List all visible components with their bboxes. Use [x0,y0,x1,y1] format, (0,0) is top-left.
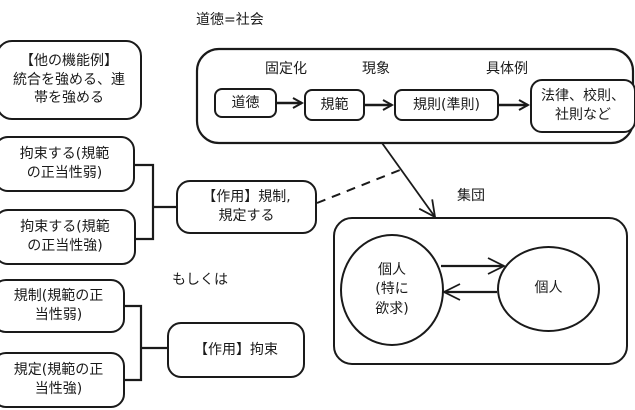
examples-line-2: 社則など [555,107,611,123]
diagram-title: 道徳=社会 [196,12,264,28]
regulation-weak-line-1: 規制(規範の正 [13,288,104,305]
stage-label-fixation: 固定化 [265,61,307,77]
node-norm: 規範 [304,89,365,121]
node-examples: 法律、校則、 社則など [530,79,635,133]
arrow-society-to-group [381,142,437,219]
node-norm-label: 規範 [320,96,349,113]
examples-line-1: 法律、校則、 [541,88,625,105]
individual-a-line-1: 個人 [378,261,406,278]
other-functions-line-2: 統合を強める、連 [13,71,125,88]
other-functions-box: 【他の機能例】 統合を強める、連 帯を強める [0,40,142,120]
individual-a-circle: 個人 (特に 欲求) [340,234,444,346]
individual-a-line-3: 欲求) [375,300,409,317]
regulation-strong-line-2: 当性強) [34,381,83,397]
action-regulate-line-1: 【作用】規制, [202,189,291,206]
individual-a-line-2: (特に [375,281,409,298]
node-rule-label: 規則(準則) [413,96,480,113]
stage-label-phenomenon: 現象 [362,61,390,77]
regulation-weak-box: 規制(規範の正 当性弱) [0,279,125,333]
restrain-weak-line-2: の正当性弱) [26,165,103,181]
action-regulate-line-2: 規定する [218,208,275,224]
restrain-strong-line-2: の正当性強) [27,238,103,254]
other-functions-line-3: 帯を強める [34,90,104,107]
group-container [333,217,628,365]
node-morality-label: 道徳 [231,94,260,111]
regulation-strong-box: 規定(規範の正 当性強) [0,352,125,408]
regulation-weak-line-2: 当性弱) [34,307,83,323]
bracket-regulation [134,163,155,241]
action-regulate-box: 【作用】規制, 規定する [176,180,317,234]
individual-b-label: 個人 [534,280,563,297]
restrain-weak-box: 拘束する(規範 の正当性弱) [0,136,135,192]
restrain-weak-line-1: 拘束する(規範 [19,146,110,163]
bracket-restraint [122,304,143,382]
stage-label-concrete-example: 具体例 [486,61,528,77]
alternative-label: もしくは [172,272,228,288]
dashed-link [316,169,401,204]
node-rule: 規則(準則) [394,89,499,121]
node-morality: 道徳 [214,88,277,118]
group-label: 集団 [457,188,485,204]
action-restrain-label: 【作用】拘束 [194,341,278,358]
action-restrain-box: 【作用】拘束 [167,322,305,378]
other-functions-line-1: 【他の機能例】 [20,52,118,69]
individual-b-circle: 個人 [497,246,600,332]
regulation-strong-line-1: 規定(規範の正 [13,362,104,379]
restrain-strong-box: 拘束する(規範 の正当性強) [0,209,136,265]
restrain-strong-line-1: 拘束する(規範 [20,219,110,236]
